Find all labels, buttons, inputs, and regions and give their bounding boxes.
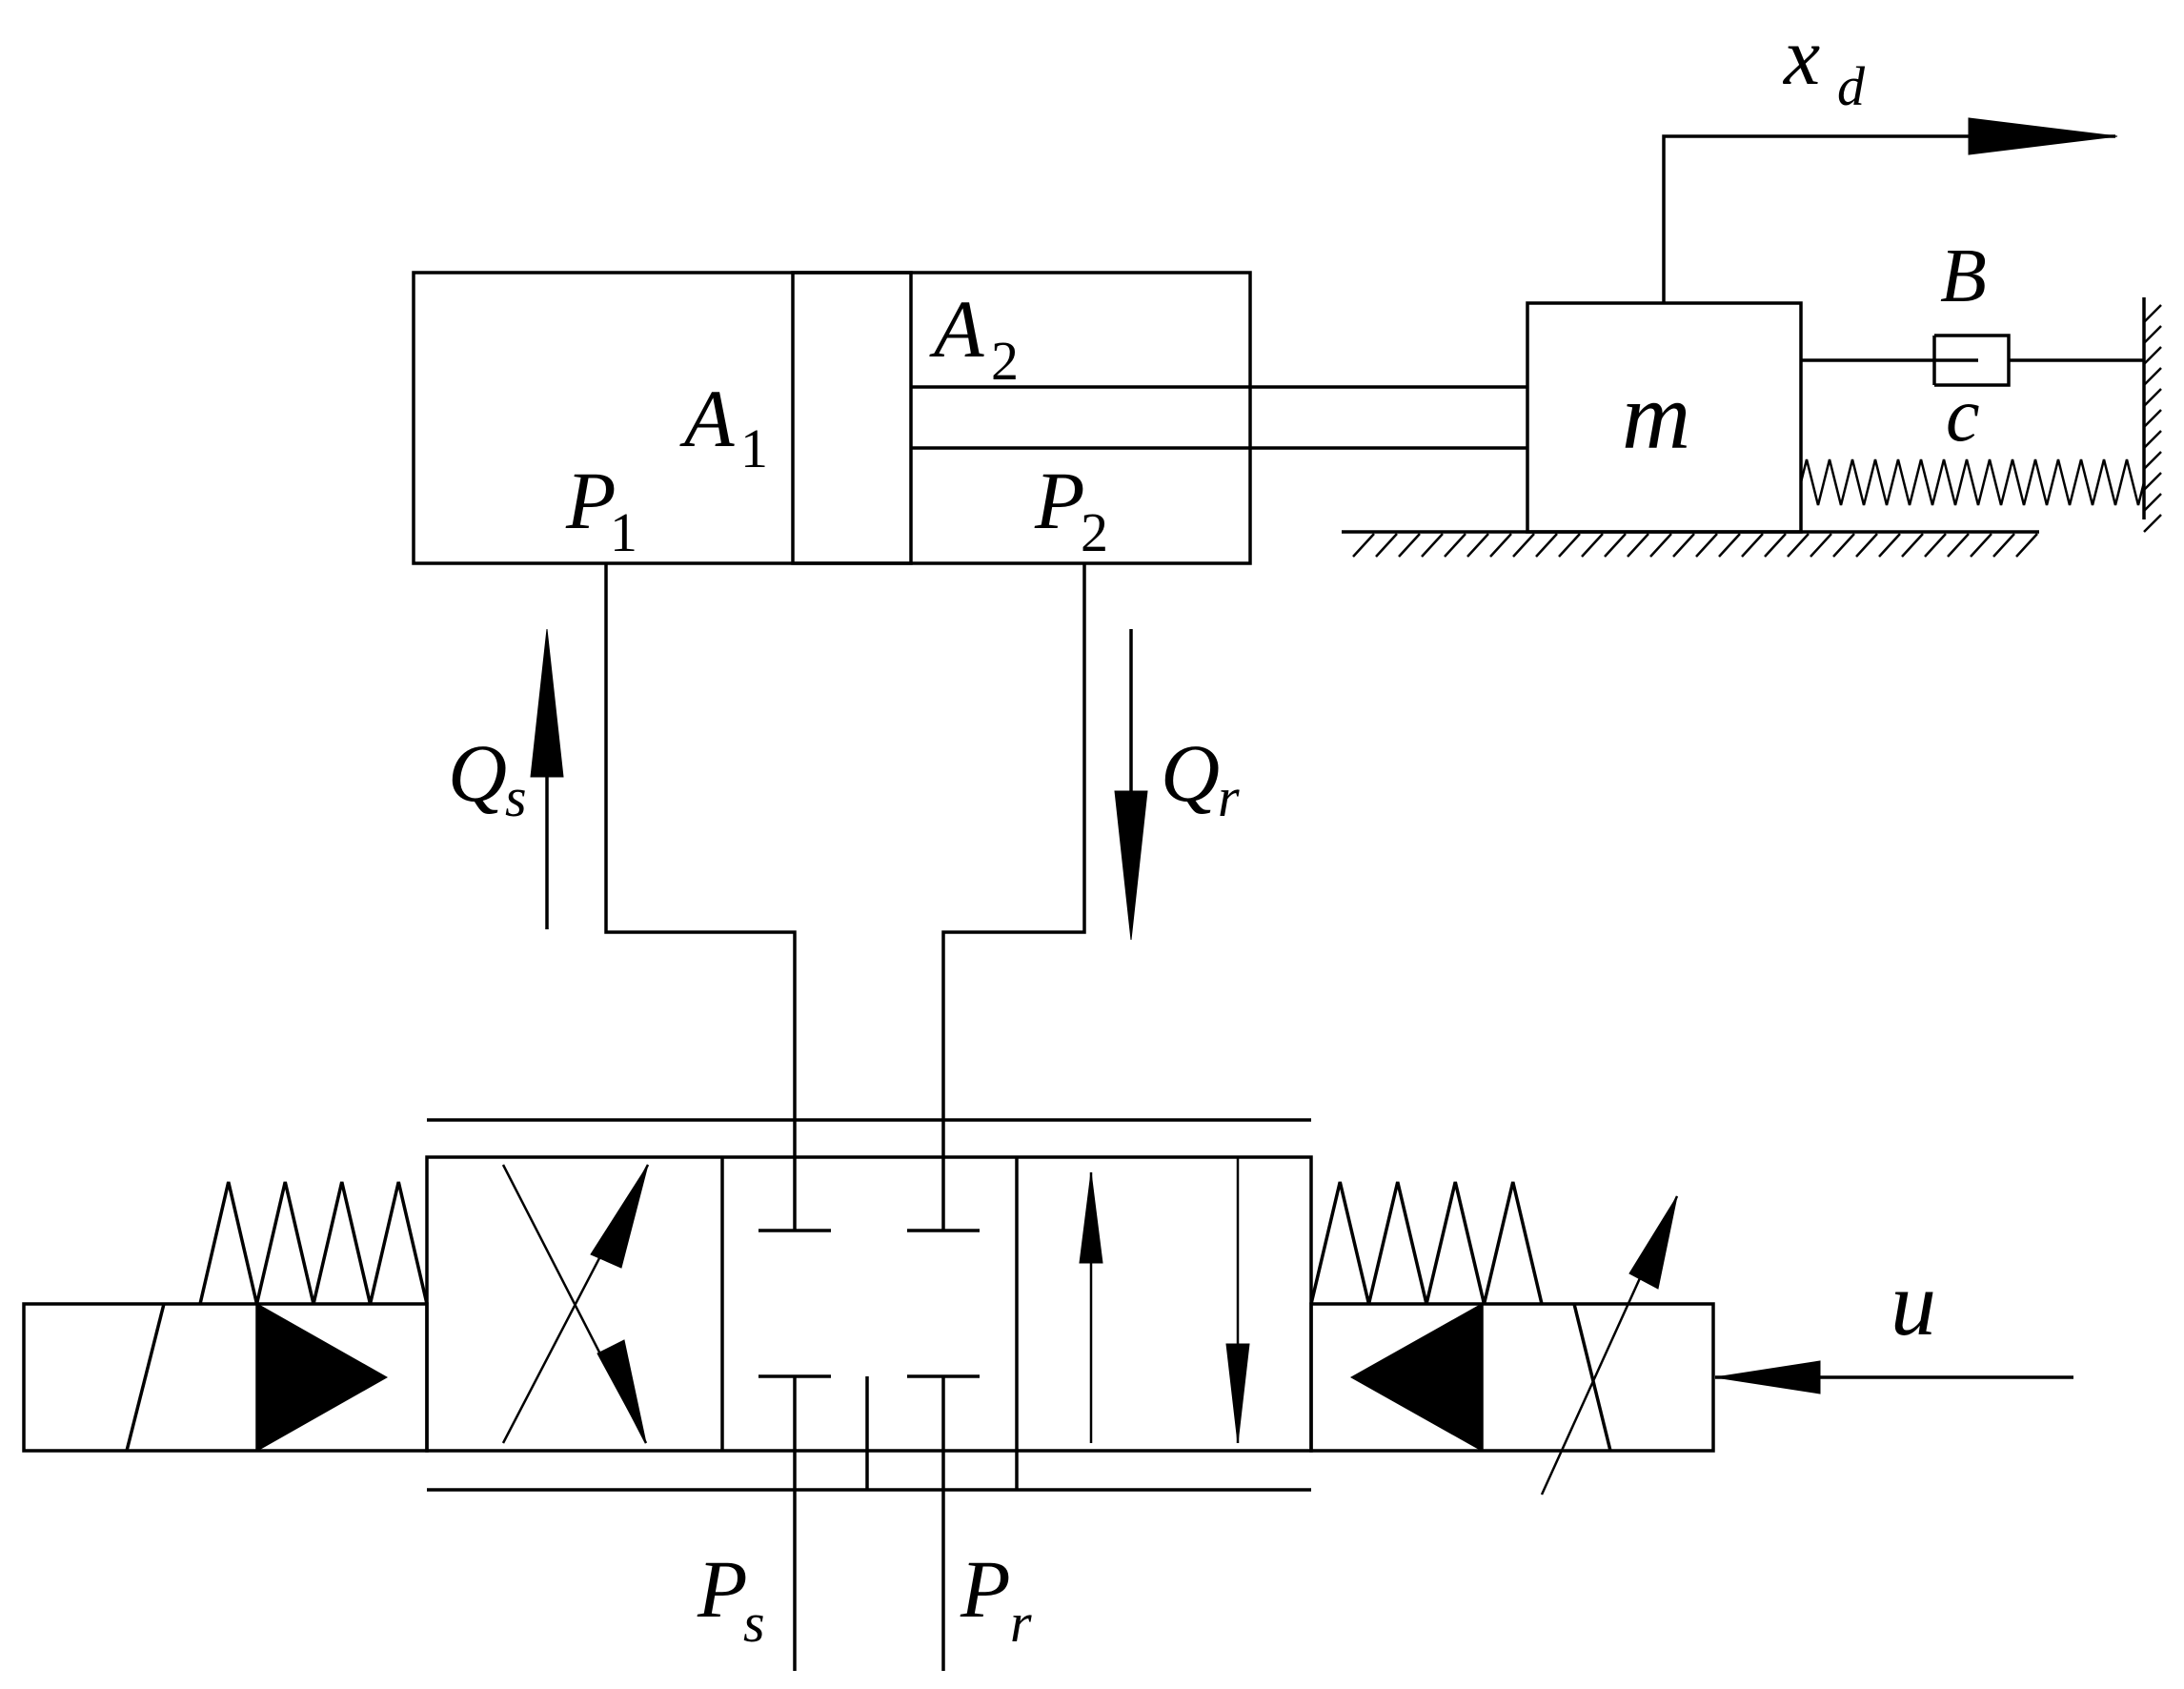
wall-hatch-mark: [2143, 409, 2162, 428]
ground-hatch-mark: [1512, 533, 1535, 558]
xd-arrowhead: [1968, 117, 2118, 155]
ps-label: P: [697, 1543, 748, 1635]
ground-hatch-mark: [1444, 533, 1466, 558]
wall-hatch-mark: [2143, 430, 2162, 449]
wall-hatch-mark: [2143, 388, 2162, 407]
ground-hatch-mark: [1810, 533, 1832, 558]
wall-hatch-mark: [2143, 304, 2162, 323]
ps-subscript: s: [743, 1592, 765, 1654]
p2-label: P: [1034, 455, 1085, 546]
ground-hatch-mark: [1992, 533, 2015, 558]
right-solenoid: [1309, 1302, 1715, 1453]
damper-label-b: B: [1940, 234, 1987, 318]
left-centering-spring: [198, 1181, 429, 1305]
left-solenoid-slash: [125, 1303, 166, 1452]
hydraulic-cylinder: [412, 271, 1527, 565]
qs-subscript: s: [505, 766, 527, 828]
load-assembly: [1342, 117, 2162, 558]
u-arrowhead: [1714, 1360, 1821, 1394]
cylinder-body: [412, 271, 1252, 565]
ground-hatch-mark: [1558, 533, 1581, 558]
wall-hatch: [2143, 304, 2162, 533]
parallel-path-up-arrowhead: [1079, 1171, 1103, 1264]
ground-hatch-mark: [1718, 533, 1741, 558]
ground-hatch-mark: [1398, 533, 1421, 558]
right-pilot-triangle: [1349, 1303, 1483, 1452]
valve-body: [425, 1155, 1313, 1453]
wall-hatch-mark: [2143, 346, 2162, 365]
wall-hatch-mark: [2143, 367, 2162, 386]
right-centering-spring: [1309, 1181, 1544, 1305]
qr-label: Q: [1161, 727, 1220, 819]
ground-hatch-mark: [1466, 533, 1489, 558]
wall-hatch-mark: [2143, 472, 2162, 491]
ground-hatch-mark: [1581, 533, 1604, 558]
piston: [791, 271, 913, 565]
hydraulic-lines: [530, 563, 1148, 1194]
supply-line: [604, 563, 797, 1194]
a2-label: A: [929, 283, 984, 375]
ground-hatch-mark: [1649, 533, 1672, 558]
ground-hatch-mark: [1695, 533, 1718, 558]
cross-path-1-arrowhead: [597, 1339, 647, 1444]
ground-hatch-mark: [1855, 533, 1878, 558]
ground-hatch-mark: [1352, 533, 1375, 558]
cross-path-2-arrowhead: [590, 1164, 649, 1269]
qr-subscript: r: [1218, 766, 1240, 828]
ground-hatch-mark: [1970, 533, 1992, 558]
wall-hatch-mark: [2143, 514, 2162, 533]
a1-subscript: 1: [740, 417, 768, 479]
ground-hatch-mark: [1421, 533, 1444, 558]
ground-hatch-mark: [1878, 533, 1901, 558]
mass-label: m: [1622, 363, 1690, 469]
qs-arrowhead: [530, 628, 564, 778]
u-input-label: u: [1891, 1252, 1936, 1354]
p1-subscript: 1: [610, 501, 637, 563]
return-line: [941, 563, 1086, 1194]
ground-hatch-mark: [1924, 533, 1947, 558]
ground-hatch-mark: [1787, 533, 1810, 558]
ground-hatch-mark: [1947, 533, 1970, 558]
p2-subscript: 2: [1081, 501, 1108, 563]
xd-subscript: d: [1837, 55, 1866, 117]
labels: x d B c m A 1 A 2 P 1 P 2 Q s Q r P s P …: [448, 10, 1987, 1654]
right-solenoid-slash: [1572, 1303, 1612, 1452]
xd-label: x: [1782, 10, 1820, 102]
wall-hatch-mark: [2143, 325, 2162, 344]
servo-valve: [22, 1118, 2073, 1671]
ground-hatch-mark: [1535, 533, 1558, 558]
ground-hatch-mark: [1627, 533, 1649, 558]
a2-subscript: 2: [991, 330, 1019, 392]
variable-arrowhead: [1628, 1195, 1678, 1290]
a1-label: A: [679, 373, 735, 464]
ground-hatch-mark: [1764, 533, 1787, 558]
parallel-path-down-arrowhead: [1225, 1343, 1250, 1444]
ground-hatch-mark: [1832, 533, 1855, 558]
ground-hatch-mark: [1901, 533, 1924, 558]
ground-hatch-mark: [1741, 533, 1764, 558]
qs-label: Q: [448, 727, 507, 819]
p1-label: P: [565, 455, 617, 546]
left-solenoid: [22, 1302, 429, 1453]
wall-hatch-mark: [2143, 451, 2162, 470]
ground-hatch-mark: [1604, 533, 1627, 558]
xd-output-line: [1662, 134, 2115, 303]
qr-arrowhead: [1114, 790, 1148, 941]
pr-label: P: [960, 1543, 1011, 1635]
ground-hatch-mark: [1672, 533, 1695, 558]
wall-hatch-mark: [2143, 493, 2162, 512]
spring: [1799, 458, 2146, 506]
damper-label-c: c: [1946, 374, 1980, 458]
pr-subscript: r: [1010, 1592, 1032, 1654]
ground-hatch-mark: [2015, 533, 2038, 558]
ground-hatch-mark: [1489, 533, 1512, 558]
ground-hatch: [1352, 533, 2038, 558]
left-pilot-triangle: [256, 1303, 389, 1452]
ground-hatch-mark: [1375, 533, 1398, 558]
